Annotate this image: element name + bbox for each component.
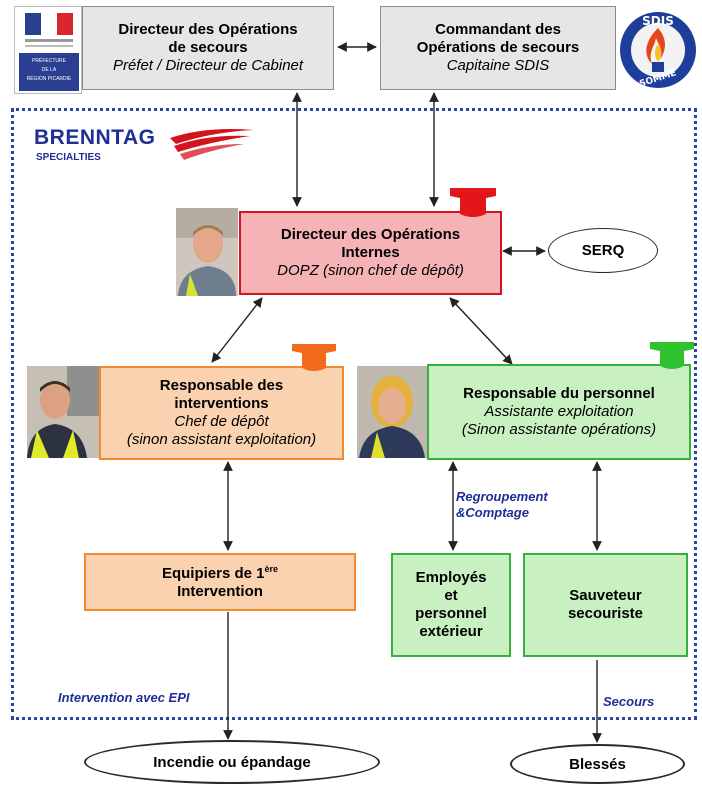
doi-subtitle: DOPZ (sinon chef de dépôt) (277, 262, 464, 279)
sauveteur-line-2: secouriste (567, 605, 644, 622)
employes-box: Employés et personnel extérieur (391, 553, 511, 657)
arrow-doi-resp-interventions (211, 297, 263, 363)
incendie-oval: Incendie ou épandage (84, 740, 380, 784)
sauveteur-box: Sauveteur secouriste (523, 553, 688, 657)
company-perimeter-border (11, 108, 697, 720)
directeur-operations-secours-box: Directeur des Opérations de secours Préf… (82, 6, 334, 90)
responsable-personnel-box: Responsable du personnel Assistante expl… (427, 364, 691, 460)
doi-title-line-2: Internes (341, 244, 400, 261)
intervention-epi-label: Intervention avec EPI (58, 690, 190, 705)
red-hat-icon (450, 188, 496, 217)
prefecture-logo: PRÉFECTURE DE LA RÉGION PICARDIE (14, 6, 82, 94)
employes-line-4: extérieur (419, 623, 483, 640)
secours-label: Secours (603, 694, 655, 709)
arrow-doi-resp-personnel (449, 297, 513, 365)
responsable-personnel-photo (357, 366, 427, 458)
resp-interventions-subtitle-2: (sinon assistant exploitation) (126, 431, 317, 448)
french-flag-icon (25, 13, 73, 35)
cos-title-line-2: Opérations de secours (416, 39, 580, 56)
sdis-logo-top-text: SDIS (642, 14, 674, 28)
employes-line-2: et (444, 587, 458, 604)
directeur-operations-internes-box: Directeur des Opérations Internes DOPZ (… (239, 211, 502, 295)
dos-subtitle: Préfet / Directeur de Cabinet (112, 57, 304, 74)
employes-line-1: Employés (415, 569, 487, 586)
directeur-photo (176, 208, 238, 296)
dos-title-line-1: Directeur des Opérations (118, 21, 298, 38)
doi-title-line-1: Directeur des Opérations (280, 226, 461, 243)
serq-oval: SERQ (548, 228, 658, 273)
brenntag-name: BRENNTAG (34, 126, 156, 149)
brenntag-swoosh-icon (170, 129, 254, 160)
resp-personnel-subtitle-2: (Sinon assistante opérations) (461, 421, 657, 438)
orange-hat-icon (292, 344, 336, 371)
responsable-interventions-photo (27, 366, 99, 458)
regroupement-label: Regroupement &Comptage (456, 489, 548, 520)
blesses-oval: Blessés (510, 744, 685, 784)
cos-subtitle: Capitaine SDIS (446, 57, 550, 74)
green-hat-icon (650, 342, 694, 369)
resp-interventions-title-2: interventions (174, 395, 269, 412)
dos-title-line-2: de secours (168, 39, 248, 56)
equipiers-line-1: Equipiers de 1ère (161, 563, 279, 582)
sauveteur-line-1: Sauveteur (569, 587, 642, 604)
employes-line-3: personnel (415, 605, 487, 622)
resp-interventions-title-1: Responsable des (159, 377, 284, 394)
brenntag-logo: BRENNTAG SPECIALTIES (34, 124, 254, 172)
brenntag-subtitle: SPECIALTIES (36, 152, 101, 163)
resp-personnel-title: Responsable du personnel (463, 385, 655, 402)
equipiers-line-2: Intervention (177, 582, 263, 600)
commandant-operations-secours-box: Commandant des Opérations de secours Cap… (380, 6, 616, 90)
prefecture-text-block: PRÉFECTURE DE LA RÉGION PICARDIE (19, 53, 79, 91)
responsable-interventions-box: Responsable des interventions Chef de dé… (99, 366, 344, 460)
sdis-somme-logo: SDIS SOMME (616, 4, 700, 96)
resp-personnel-subtitle-1: Assistante exploitation (484, 403, 634, 420)
equipiers-box: Equipiers de 1ère Intervention (84, 553, 356, 611)
cos-title-line-1: Commandant des (435, 21, 561, 38)
resp-interventions-subtitle-1: Chef de dépôt (174, 413, 269, 430)
